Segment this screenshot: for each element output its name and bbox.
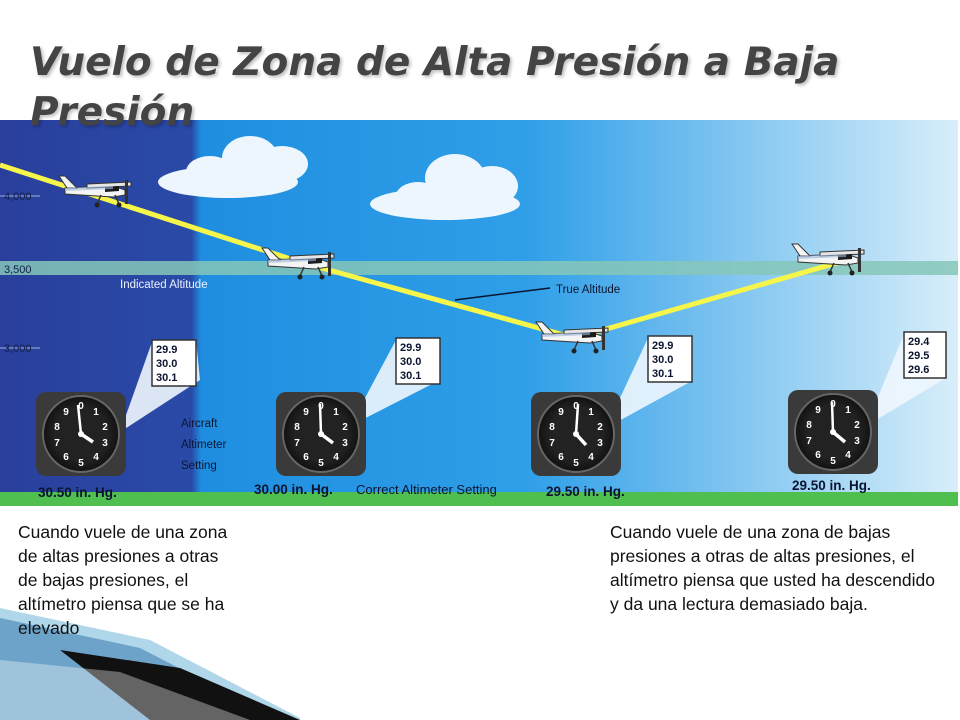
true-altitude-pointer: [454, 287, 551, 301]
scale-3-value-2: 30.0: [652, 354, 673, 366]
scale-2-value-3: 30.1: [400, 370, 421, 382]
caption-left: Cuando vuele de una zona de altas presio…: [18, 522, 228, 638]
svg-text:7: 7: [54, 438, 60, 449]
indicated-altitude-label: Indicated Altitude: [120, 279, 208, 291]
svg-text:7: 7: [806, 436, 812, 447]
altitude-label-3000: 3,000: [4, 343, 32, 355]
scale-3-value-3: 30.1: [652, 368, 673, 380]
pressure-diagram: 4,000 3,500 3,000 Indicated Altitude Tru…: [0, 120, 958, 506]
svg-text:3: 3: [854, 436, 860, 447]
altimeter-station-3: 29.9 30.0 30.1 0 1 2 3 4 5 6 7 8 9: [531, 335, 693, 476]
ground-strip: [0, 492, 958, 506]
scale-2-value-2: 30.0: [400, 356, 421, 368]
cloud-1: [158, 136, 308, 198]
svg-text:5: 5: [573, 458, 579, 469]
svg-text:1: 1: [588, 407, 594, 418]
svg-text:3: 3: [102, 438, 108, 449]
svg-text:8: 8: [806, 420, 812, 431]
altimeter-station-2: 29.9 30.0 30.1 0 1 2 3 4 5 6 7 8 9: [276, 337, 441, 476]
svg-text:2: 2: [102, 422, 108, 433]
svg-text:5: 5: [78, 458, 84, 469]
altimeter-setting-4: 29.50 in. Hg.: [792, 478, 871, 493]
dial-1-numbers: 0 1 2 3 4 5 6 7 8 9: [54, 401, 108, 469]
svg-text:2: 2: [854, 420, 860, 431]
svg-text:6: 6: [558, 452, 564, 463]
altimeter-setting-1: 30.50 in. Hg.: [38, 485, 117, 500]
indicated-altitude-band: [0, 261, 958, 275]
scale-4-value-2: 29.5: [908, 350, 929, 362]
svg-text:3: 3: [597, 438, 603, 449]
svg-text:6: 6: [815, 450, 821, 461]
svg-text:4: 4: [845, 450, 851, 461]
diagram-canvas: 4,000 3,500 3,000 Indicated Altitude Tru…: [0, 120, 958, 506]
svg-text:5: 5: [830, 456, 836, 467]
svg-text:5: 5: [318, 458, 324, 469]
svg-text:4: 4: [588, 452, 594, 463]
cloud-2: [370, 154, 520, 220]
true-altitude-label: True Altitude: [556, 284, 620, 296]
scale-3-value-1: 29.9: [652, 340, 673, 352]
altimeter-setting-3: 29.50 in. Hg.: [546, 484, 625, 499]
scale-4-value-3: 29.6: [908, 364, 929, 376]
caption-right: Cuando vuele de una zona de bajas presio…: [610, 522, 935, 614]
aircraft-setting-label-3: Setting: [181, 460, 217, 472]
scale-2-value-1: 29.9: [400, 342, 421, 354]
correct-setting-label: Correct Altimeter Setting: [356, 482, 497, 497]
altimeter-station-4: 29.4 29.5 29.6 0 1 2 3 4 5 6 7 8 9: [788, 331, 947, 474]
altimeter-setting-2: 30.00 in. Hg.: [254, 482, 333, 497]
svg-text:6: 6: [63, 452, 69, 463]
svg-text:3: 3: [342, 438, 348, 449]
altimeter-station-1: 29.9 30.0 30.1 0 1 2 3 4 5 6 7 8 9: [36, 339, 200, 476]
svg-text:7: 7: [294, 438, 300, 449]
svg-text:1: 1: [845, 405, 851, 416]
svg-text:9: 9: [63, 407, 69, 418]
svg-text:9: 9: [815, 405, 821, 416]
svg-text:2: 2: [597, 422, 603, 433]
scale-1-value-1: 29.9: [156, 344, 177, 356]
true-altitude-path: [0, 162, 841, 341]
svg-text:1: 1: [333, 407, 339, 418]
scale-1-value-3: 30.1: [156, 372, 177, 384]
svg-text:0: 0: [78, 401, 84, 412]
svg-text:9: 9: [303, 407, 309, 418]
svg-text:6: 6: [303, 452, 309, 463]
altitude-label-3500: 3,500: [4, 264, 32, 276]
svg-text:8: 8: [294, 422, 300, 433]
svg-text:0: 0: [573, 401, 579, 412]
scale-4-value-1: 29.4: [908, 336, 930, 348]
aircraft-setting-label-1: Aircraft: [181, 418, 218, 430]
svg-text:8: 8: [54, 422, 60, 433]
dial-3-numbers: 0 1 2 3 4 5 6 7 8 9: [549, 401, 603, 469]
page-title: Vuelo de Zona de Alta Presión a Baja Pre…: [30, 40, 840, 135]
svg-text:9: 9: [558, 407, 564, 418]
svg-text:2: 2: [342, 422, 348, 433]
svg-text:4: 4: [333, 452, 339, 463]
aircraft-setting-label-2: Altimeter: [181, 439, 227, 451]
scale-1-value-2: 30.0: [156, 358, 177, 370]
svg-text:8: 8: [549, 422, 555, 433]
svg-text:4: 4: [93, 452, 99, 463]
svg-text:1: 1: [93, 407, 99, 418]
altitude-label-4000: 4,000: [4, 191, 32, 203]
svg-text:7: 7: [549, 438, 555, 449]
